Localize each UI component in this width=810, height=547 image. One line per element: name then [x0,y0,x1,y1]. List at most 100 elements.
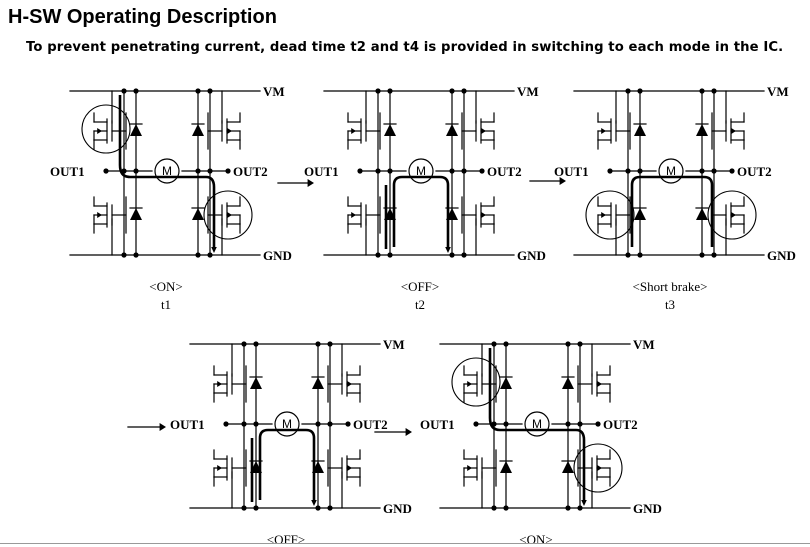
active-switch-circle-low-right [573,443,623,493]
panel-time: t3 [665,297,675,312]
out-node [729,168,735,174]
mosfet-arrow [217,465,222,471]
diode-high-left [249,376,263,389]
out-node [503,421,509,427]
gnd-node [327,505,333,511]
diode-triangle [130,124,142,136]
current-path [488,348,586,500]
mosfet-high-right [577,365,611,403]
current-arrow [211,247,217,253]
gnd-node [491,505,497,511]
vm-node [461,88,467,94]
mosfet-arrow [601,128,606,134]
transition-arrow-4 [374,428,412,436]
diode-low-right [695,207,709,220]
vm-node [133,88,139,94]
out-node [637,168,643,174]
vm-label: VM [633,337,655,352]
out2-label: OUT2 [603,417,638,432]
gnd-node [711,252,717,258]
current-arrow [311,500,317,506]
mosfet-arrow [227,128,232,134]
vm-node [195,88,201,94]
panel-caption: <Short brake> [633,279,708,294]
transition-arrow-3 [127,423,166,431]
diode-high-left [383,123,397,136]
motor-label: M [162,164,172,178]
motor-label: M [416,164,426,178]
active-switch-circle-high-left [81,104,131,154]
gnd-node [637,252,643,258]
vm-node [699,88,705,94]
out-node [577,421,583,427]
panel-caption: <ON> [519,532,552,547]
mosfet-high-right [207,112,241,150]
mosfet-low-right [461,196,495,234]
mosfet-high-right [327,365,361,403]
vm-node [565,341,571,347]
gnd-label: GND [633,501,662,516]
diode-triangle [696,208,708,220]
vm-label: VM [383,337,405,352]
vm-node [375,88,381,94]
current-arrow [445,247,451,253]
active-switch-circle-high-left [451,357,501,407]
out-node [387,168,393,174]
flow-arrow-head [307,179,314,187]
vm-label: VM [263,84,285,99]
mosfet-arrow [481,128,486,134]
vm-node [637,88,643,94]
diode-triangle [634,124,646,136]
out-node [357,168,363,174]
active-switch-circle-low-right [707,190,757,240]
page-subtitle: To prevent penetrating current, dead tim… [26,40,784,55]
mosfet-arrow [731,128,736,134]
out1-label: OUT1 [50,164,85,179]
motor-label: M [282,417,292,431]
gnd-node [503,505,509,511]
diode-high-right [561,376,575,389]
out-node [711,168,717,174]
transition-arrow-1 [277,179,314,187]
vm-node [491,341,497,347]
out-node [241,421,247,427]
out1-label: OUT1 [304,164,339,179]
diode-triangle [446,124,458,136]
gnd-node [449,252,455,258]
flow-arrow-head [159,423,166,431]
out-node [375,168,381,174]
page-bottom-rule [0,543,810,544]
vm-node [327,341,333,347]
gnd-node [565,505,571,511]
vm-node [121,88,127,94]
gnd-node [315,505,321,511]
diode-high-right [191,123,205,136]
vm-label: VM [767,84,789,99]
mosfet-arrow [347,381,352,387]
out-node [449,168,455,174]
gnd-node [699,252,705,258]
gnd-node [577,505,583,511]
gnd-node [253,505,259,511]
panel-time: t2 [415,297,425,312]
mosfet-arrow [467,381,472,387]
mosfet-high-right [461,112,495,150]
gnd-node [625,252,631,258]
mosfet-arrow [481,212,486,218]
panel-time: t1 [161,297,171,312]
current-path [392,175,450,247]
vm-node [711,88,717,94]
mosfet-arrow [597,465,602,471]
diode-high-left [129,123,143,136]
mosfet-low-left [347,196,381,234]
diode-triangle [562,461,574,473]
out1-label: OUT1 [554,164,589,179]
current-path [118,95,216,247]
diode-triangle [500,377,512,389]
diode-triangle [696,124,708,136]
mosfet-arrow [601,212,606,218]
out-node [565,421,571,427]
diode-triangle [634,208,646,220]
